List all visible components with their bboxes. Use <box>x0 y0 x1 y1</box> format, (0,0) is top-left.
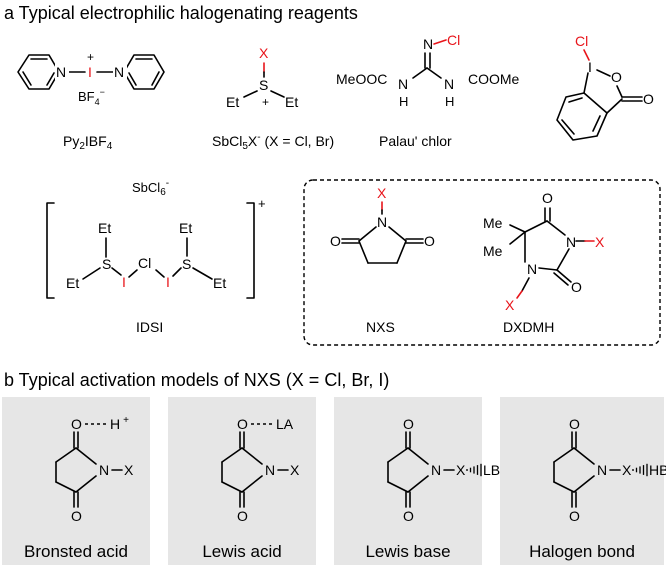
py-counterion: BF4− <box>78 87 105 107</box>
idsi-s-left: S <box>102 256 111 272</box>
palau-n-imine: N <box>423 36 433 52</box>
dxdmh-structure: O N X O N X Me Me <box>483 190 605 313</box>
dxdmh-x-left: X <box>505 297 515 313</box>
iodane-structure: Cl I O O <box>556 33 654 141</box>
model-caption: Halogen bond <box>529 542 635 561</box>
py-n-right: N <box>114 64 124 80</box>
sulfonium-et-right: Et <box>285 94 298 110</box>
nxs-x: X <box>377 185 387 201</box>
model-n: N <box>99 462 109 478</box>
model-x: X <box>124 462 134 478</box>
nxs-o-left: O <box>330 233 341 249</box>
model-o-bottom: O <box>71 508 82 524</box>
model-panel-bg <box>2 397 150 565</box>
sulfonium-x: X <box>259 45 269 61</box>
sulfonium-structure: X S + Et Et <box>226 45 298 110</box>
iodane-cl: Cl <box>575 33 588 49</box>
model-panel-bg <box>500 397 664 565</box>
model-caption: Lewis base <box>365 542 450 561</box>
sulfonium-plus: + <box>262 95 269 109</box>
model-o-top: O <box>237 416 248 432</box>
palau-meooc: MeOOC <box>336 71 387 87</box>
model-o-top: O <box>569 416 580 432</box>
model-n: N <box>431 462 441 478</box>
model-caption: Bronsted acid <box>24 542 128 561</box>
model-partner: HB <box>649 462 666 478</box>
idsi-counterion: SbCl6- <box>132 178 169 198</box>
palau-h-right: H <box>445 94 454 109</box>
palau-chlor-structure: N Cl MeOOC N H N H COOMe <box>336 32 520 109</box>
model-o-bottom: O <box>403 508 414 524</box>
py-iodine: I <box>88 64 92 80</box>
dxdmh-me-bottom: Me <box>483 243 503 259</box>
nxs-dxdmh-box <box>303 179 661 346</box>
idsi-structure: SbCl6- + Et S Et I Cl I S Et Et <box>46 178 266 299</box>
idsi-i-right: I <box>166 274 170 290</box>
dxdmh-n-right: N <box>566 234 576 250</box>
py2ibf4-structure: N I N + BF4− <box>17 50 165 107</box>
palau-caption: Palau' chlor <box>379 133 452 149</box>
iodane-o: O <box>611 69 622 85</box>
nxs-structure: X N O O <box>330 185 435 264</box>
heading-a: a Typical electrophilic halogenating rea… <box>4 3 358 23</box>
nxs-n: N <box>377 214 387 230</box>
palau-n-right: N <box>444 76 454 92</box>
idsi-cl: Cl <box>138 255 151 271</box>
idsi-s-right: S <box>182 256 191 272</box>
model-x: X <box>290 462 300 478</box>
model-x: X <box>622 462 632 478</box>
dxdmh-caption: DXDMH <box>503 319 554 335</box>
model-o-bottom: O <box>569 508 580 524</box>
idsi-charge: + <box>258 196 266 211</box>
model-interaction <box>466 463 482 477</box>
palau-cl: Cl <box>447 32 460 48</box>
dxdmh-x-right: X <box>595 234 605 250</box>
idsi-et-bottom-left: Et <box>66 275 79 291</box>
idsi-et-bottom-right: Et <box>213 275 226 291</box>
dxdmh-o-bottom: O <box>571 279 582 295</box>
py-n-left: N <box>56 64 66 80</box>
model-caption: Lewis acid <box>202 542 281 561</box>
sulfonium-et-left: Et <box>226 94 239 110</box>
model-partner: LB <box>483 462 500 478</box>
model-panel-bg <box>168 397 316 565</box>
palau-coome: COOMe <box>468 71 520 87</box>
heading-b: b Typical activation models of NXS (X = … <box>4 370 389 390</box>
model-o-top: O <box>403 416 414 432</box>
model-n: N <box>597 462 607 478</box>
dxdmh-o-top: O <box>542 190 553 206</box>
model-n: N <box>265 462 275 478</box>
model-partner: LA <box>276 416 294 432</box>
iodane-i: I <box>588 59 592 75</box>
nxs-caption: NXS <box>366 319 395 335</box>
idsi-caption: IDSI <box>136 319 163 335</box>
idsi-i-left: I <box>122 274 126 290</box>
model-o-bottom: O <box>237 508 248 524</box>
py2ibf4-caption: Py2IBF4 <box>63 133 113 152</box>
idsi-et-top-right: Et <box>179 220 192 236</box>
palau-n-left: N <box>398 76 408 92</box>
py-plus: + <box>87 50 94 64</box>
palau-h-left: H <box>399 94 408 109</box>
nxs-o-right: O <box>424 233 435 249</box>
dxdmh-n-left: N <box>527 261 537 277</box>
dxdmh-me-top: Me <box>483 215 503 231</box>
sulfonium-s: S <box>259 77 268 93</box>
idsi-et-top-left: Et <box>98 220 111 236</box>
model-o-top: O <box>71 416 82 432</box>
model-interaction <box>632 463 648 477</box>
iodane-o-carbonyl: O <box>643 91 654 107</box>
model-x: X <box>456 462 466 478</box>
model-panel-bg <box>334 397 482 565</box>
sbcl5x-caption: SbCl5X- (X = Cl, Br) <box>212 132 334 152</box>
